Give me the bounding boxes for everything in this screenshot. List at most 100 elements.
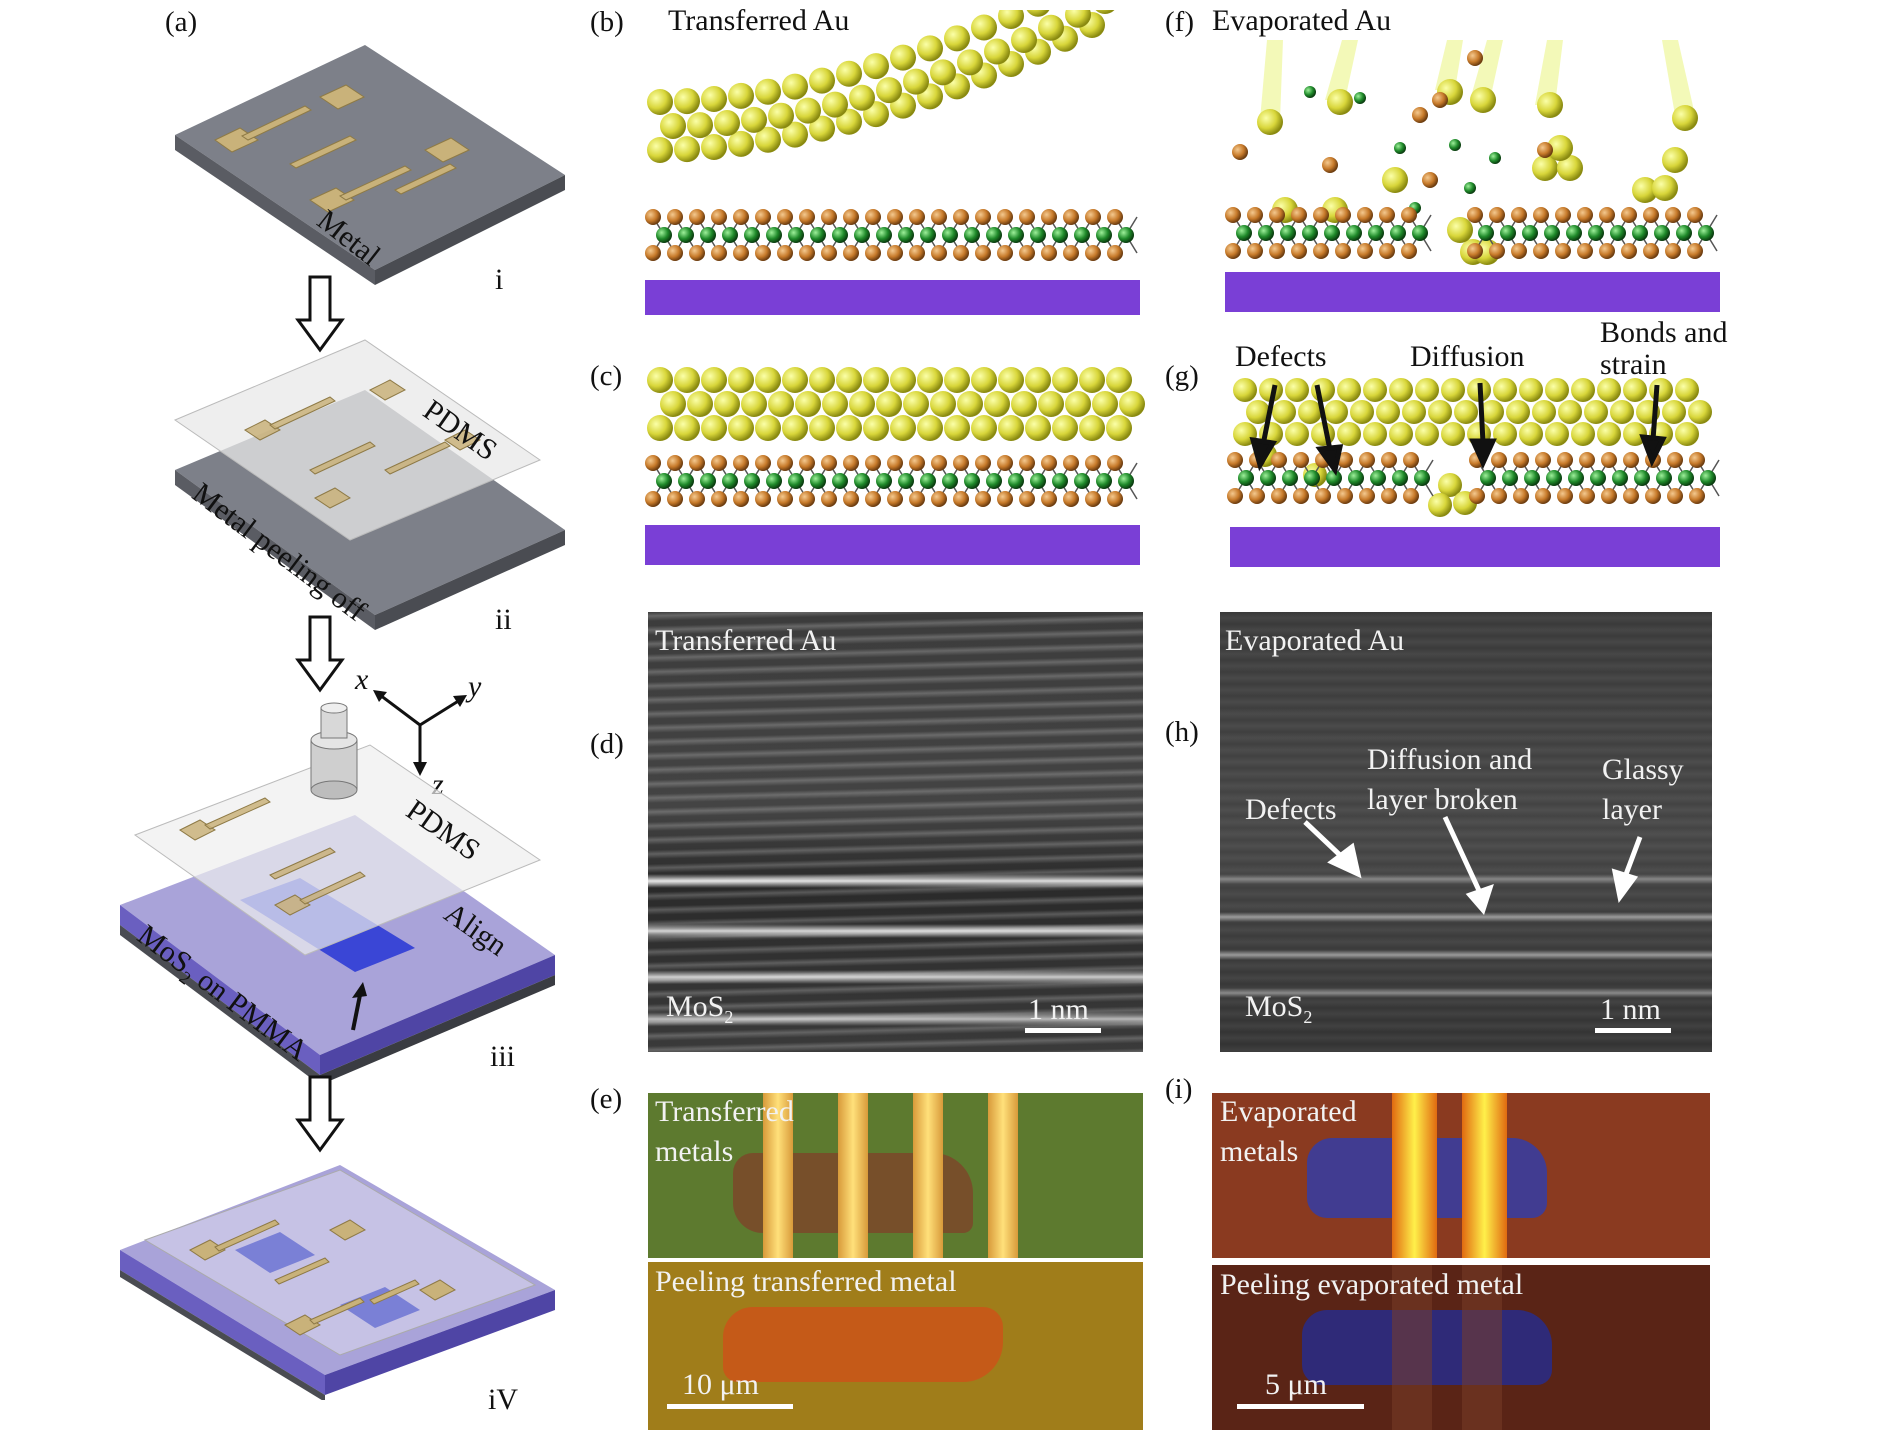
lattice-fringe bbox=[648, 924, 1143, 938]
molybdenum-atom bbox=[1304, 86, 1316, 98]
gold-atom bbox=[1662, 147, 1688, 173]
gold-atom bbox=[674, 415, 700, 441]
sulfur-atom bbox=[1269, 207, 1285, 223]
sulfur-atom bbox=[1271, 488, 1287, 504]
gold-atom bbox=[944, 415, 970, 441]
sulfur-atom bbox=[645, 455, 661, 471]
sulfur-atom bbox=[1019, 209, 1035, 225]
sulfur-atom bbox=[733, 491, 749, 507]
sulfur-atom bbox=[1469, 488, 1485, 504]
sulfur-atom bbox=[1291, 207, 1307, 223]
panel-a-tag: (a) bbox=[165, 6, 198, 38]
gold-atom bbox=[1311, 378, 1335, 402]
molybdenum-atom bbox=[920, 473, 936, 489]
sulfur-atom bbox=[1359, 452, 1375, 468]
sulfur-atom bbox=[1107, 491, 1123, 507]
molybdenum-atom bbox=[1412, 225, 1428, 241]
gold-atom bbox=[1532, 400, 1556, 424]
sulfur-atom bbox=[821, 491, 837, 507]
molybdenum-atom bbox=[700, 473, 716, 489]
sulfur-atom bbox=[843, 455, 859, 471]
sulfur-atom bbox=[645, 209, 661, 225]
sulfur-atom bbox=[887, 491, 903, 507]
gold-atom bbox=[1558, 400, 1582, 424]
gold-atom bbox=[674, 367, 700, 393]
gold-atom bbox=[1106, 367, 1132, 393]
gold-atom bbox=[1623, 378, 1647, 402]
sulfur-atom bbox=[1249, 488, 1265, 504]
sulfur-atom bbox=[1579, 488, 1595, 504]
gold-atom bbox=[1011, 26, 1037, 53]
gold-atom bbox=[741, 106, 767, 133]
step-iii-label: iii bbox=[490, 1040, 516, 1073]
evaporation-beam bbox=[1662, 40, 1695, 115]
sulfur-atom bbox=[711, 209, 727, 225]
panel-d-scale-label: 1 nm bbox=[1028, 993, 1089, 1026]
sulfur-atom bbox=[953, 455, 969, 471]
molybdenum-atom bbox=[1566, 225, 1582, 241]
molybdenum-atom bbox=[744, 473, 760, 489]
lattice-fringe bbox=[1220, 874, 1712, 884]
sulfur-atom bbox=[1225, 207, 1241, 223]
gold-atom bbox=[674, 136, 700, 163]
sulfur-atom bbox=[1357, 243, 1373, 259]
sulfur-atom bbox=[645, 245, 661, 261]
molybdenum-atom bbox=[1368, 225, 1384, 241]
molybdenum-atom bbox=[1698, 225, 1714, 241]
sulfur-atom bbox=[821, 209, 837, 225]
panel-h-mos2: MoS2 bbox=[1245, 990, 1313, 1027]
gold-atom bbox=[1106, 415, 1132, 441]
molybdenum-atom bbox=[1348, 470, 1364, 486]
evaporation-beam bbox=[1535, 40, 1563, 105]
gold-atom bbox=[1610, 400, 1634, 424]
gold-atom bbox=[1545, 378, 1569, 402]
gold-atom bbox=[647, 137, 673, 163]
molybdenum-atom bbox=[1096, 473, 1112, 489]
mos2-flake bbox=[723, 1307, 1003, 1382]
gold-atom bbox=[701, 415, 727, 441]
evaporation-beam bbox=[1325, 40, 1358, 100]
sulfur-atom bbox=[1599, 243, 1615, 259]
sulfur-atom bbox=[689, 209, 705, 225]
molybdenum-atom bbox=[1324, 225, 1340, 241]
sulfur-atom bbox=[975, 491, 991, 507]
gold-atom bbox=[755, 78, 781, 105]
step-iv-illustration bbox=[120, 1165, 555, 1400]
panel-h-diffusion-2: layer broken bbox=[1367, 783, 1518, 816]
sulfur-atom bbox=[667, 455, 683, 471]
gold-atom bbox=[1376, 400, 1400, 424]
sulfur-atom bbox=[689, 455, 705, 471]
sulfur-atom bbox=[1337, 452, 1353, 468]
gold-atom bbox=[1597, 378, 1621, 402]
panel-i-tag: (i) bbox=[1165, 1073, 1193, 1105]
gold-atom bbox=[890, 44, 916, 71]
sulfur-atom bbox=[1422, 172, 1438, 188]
sulfur-atom bbox=[733, 245, 749, 261]
gold-atom bbox=[782, 121, 808, 148]
gold-atom bbox=[1363, 378, 1387, 402]
gold-atom bbox=[998, 415, 1024, 441]
molybdenum-atom bbox=[722, 473, 738, 489]
gold-atom bbox=[1519, 378, 1543, 402]
panel-g-defects: Defects bbox=[1235, 340, 1327, 373]
gold-atom bbox=[1480, 400, 1504, 424]
panel-e-scale-label: 10 μm bbox=[682, 1368, 759, 1401]
gold-atom bbox=[1350, 400, 1374, 424]
sulfur-atom bbox=[1232, 144, 1248, 160]
gold-atom bbox=[1272, 400, 1296, 424]
gold-atom bbox=[755, 126, 781, 153]
sulfur-atom bbox=[1557, 452, 1573, 468]
sulfur-atom bbox=[1313, 207, 1329, 223]
gold-atom bbox=[768, 391, 794, 417]
gold-atom bbox=[728, 367, 754, 393]
sulfur-atom bbox=[1315, 488, 1331, 504]
sulfur-atom bbox=[1665, 207, 1681, 223]
sulfur-atom bbox=[1041, 491, 1057, 507]
gold-atom bbox=[782, 367, 808, 393]
panel-b-tag: (b) bbox=[590, 6, 624, 38]
sulfur-atom bbox=[887, 455, 903, 471]
step-i-illustration bbox=[175, 45, 565, 285]
molybdenum-atom bbox=[1008, 473, 1024, 489]
molybdenum-atom bbox=[1282, 470, 1298, 486]
molybdenum-atom bbox=[1524, 470, 1540, 486]
